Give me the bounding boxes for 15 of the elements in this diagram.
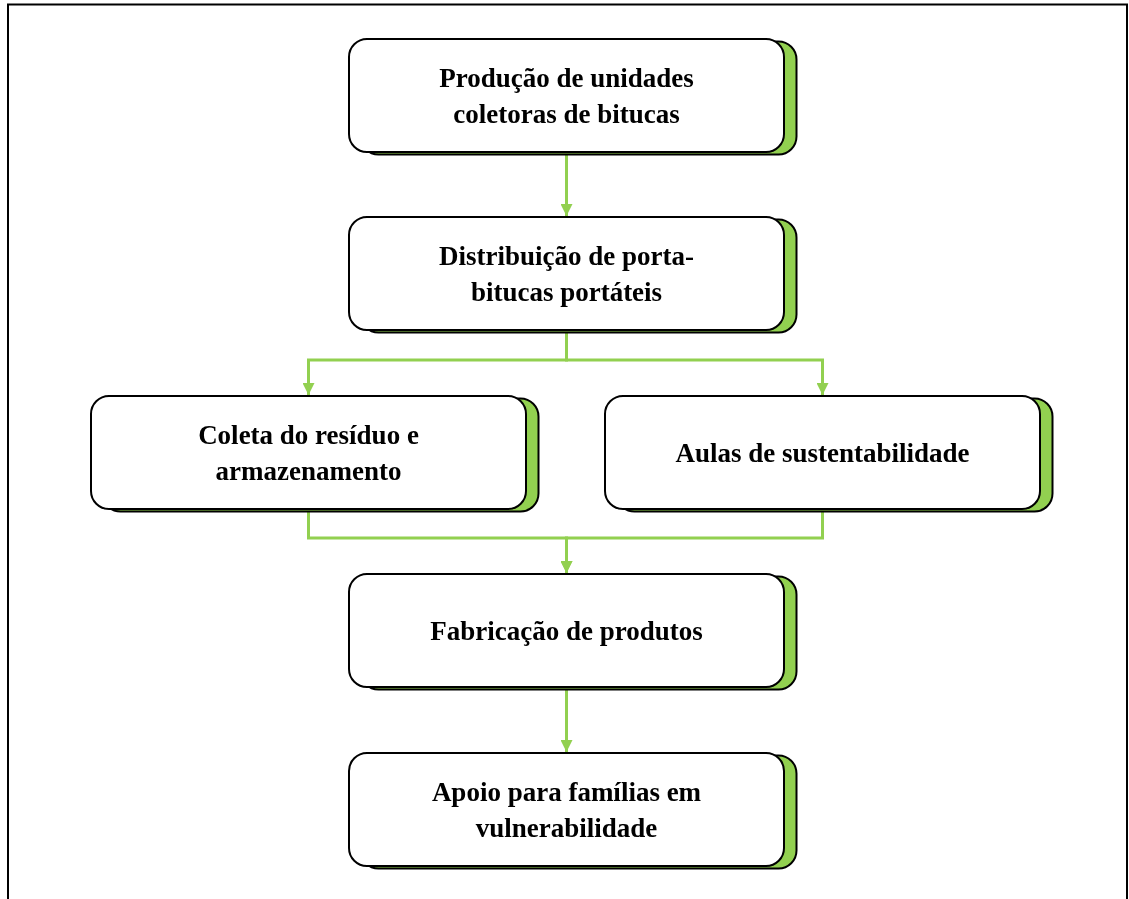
arrow xyxy=(560,688,573,752)
box-label: Distribuição de porta-bitucas portáteis xyxy=(438,239,695,309)
box-label: Coleta do resíduo e armazenamento xyxy=(197,418,420,488)
process-box xyxy=(348,216,797,334)
box-label: Apoio para famílias em vulnerabilidade xyxy=(430,775,703,845)
arrow xyxy=(560,510,824,573)
box-label: Fabricação de produtos xyxy=(430,614,703,648)
process-box xyxy=(348,752,797,870)
process-box xyxy=(348,573,797,691)
process-box xyxy=(90,395,539,513)
box-label: Produção de unidades coletoras de bitucas xyxy=(438,61,695,131)
box-label: Aulas de sustentabilidade xyxy=(675,436,970,470)
arrow xyxy=(560,153,573,216)
process-box xyxy=(604,395,1053,513)
process-box xyxy=(348,38,797,156)
